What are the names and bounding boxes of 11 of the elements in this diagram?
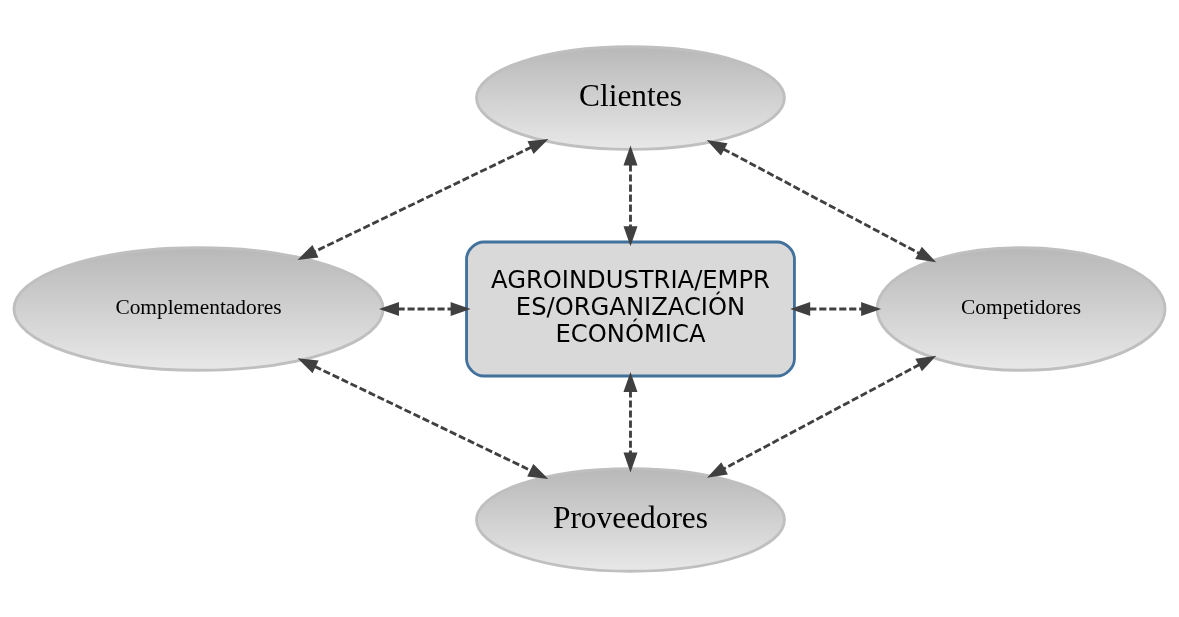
arrow — [623, 371, 638, 473]
node-ellipse: Clientes — [475, 44, 786, 151]
arrow — [706, 139, 937, 262]
arrow — [297, 138, 549, 260]
arrow — [707, 355, 937, 478]
arrow — [379, 301, 471, 316]
node-box: AGROINDUSTRIA/EMPRES/ORGANIZACIÓN ECONÓMICA — [465, 240, 796, 377]
node-ellipse: Proveedores — [475, 466, 786, 573]
arrow — [623, 145, 638, 246]
arrow — [790, 301, 882, 316]
arrow — [297, 357, 549, 479]
